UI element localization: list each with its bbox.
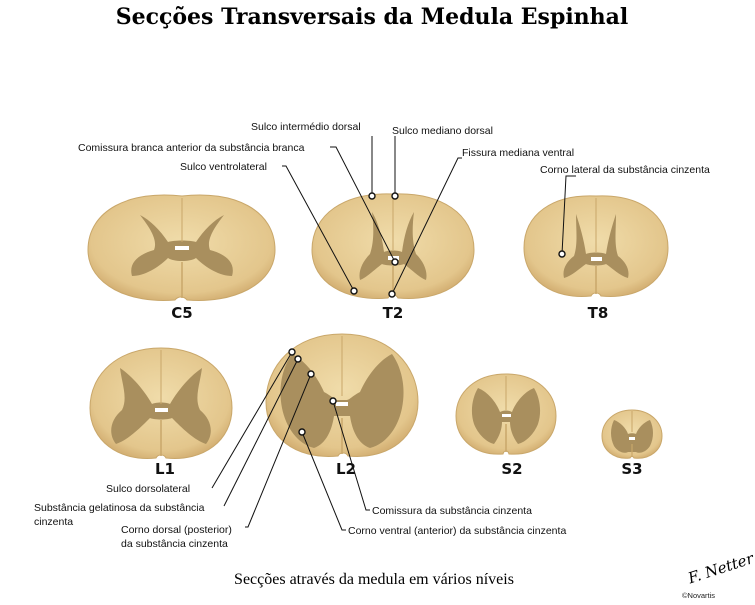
top-markers	[350, 192, 566, 298]
section-s3: S3	[601, 409, 663, 478]
label-sulco-intermedio-dorsal: Sulco intermédio dorsal	[251, 121, 361, 133]
level-label-t8: T8	[588, 304, 609, 322]
level-label-t2: T2	[383, 304, 404, 322]
bottom-markers	[288, 348, 337, 436]
label-fissura-mediana-ventral: Fissura mediana ventral	[462, 147, 574, 159]
artist-signature: F. Netter	[685, 549, 755, 588]
level-label-s3: S3	[621, 460, 642, 478]
label-comissura-cinzenta: Comissura da substância cinzenta	[372, 505, 532, 517]
level-label-c5: C5	[171, 304, 192, 322]
level-label-l2: L2	[336, 460, 356, 478]
section-c5: C5	[87, 194, 276, 322]
section-t2: T2	[311, 193, 475, 322]
section-l2: L2	[265, 333, 419, 478]
label-substancia-gelatinosa-line2: cinzenta	[34, 516, 73, 528]
label-substancia-gelatinosa-line1: Substância gelatinosa da substância	[34, 502, 205, 514]
label-sulco-dorsolateral: Sulco dorsolateral	[106, 483, 190, 495]
figure-caption: Secções através da medula em vários níve…	[234, 571, 514, 588]
label-comissura-branca: Comissura branca anterior da substância …	[78, 142, 305, 154]
label-sulco-mediano-dorsal: Sulco mediano dorsal	[392, 125, 493, 137]
top-annotations	[282, 136, 576, 295]
level-label-l1: L1	[155, 460, 175, 478]
label-corno-dorsal-line1: Corno dorsal (posterior)	[121, 524, 232, 536]
section-l1: L1	[89, 347, 233, 478]
section-t8: T8	[523, 195, 669, 322]
bottom-annotations	[211, 351, 370, 531]
copyright-text: ©Novartis	[682, 591, 715, 600]
label-sulco-ventrolateral: Sulco ventrolateral	[180, 161, 267, 173]
signature-text: F. Netter	[685, 549, 755, 588]
section-s2: S2	[455, 373, 557, 478]
level-label-s2: S2	[501, 460, 522, 478]
label-corno-lateral: Corno lateral da substância cinzenta	[540, 164, 710, 176]
page-title: Secções Transversais da Medula Espinhal	[116, 4, 629, 30]
label-corno-ventral: Corno ventral (anterior) da substância c…	[348, 525, 566, 537]
label-corno-dorsal-line2: da substância cinzenta	[121, 538, 228, 550]
